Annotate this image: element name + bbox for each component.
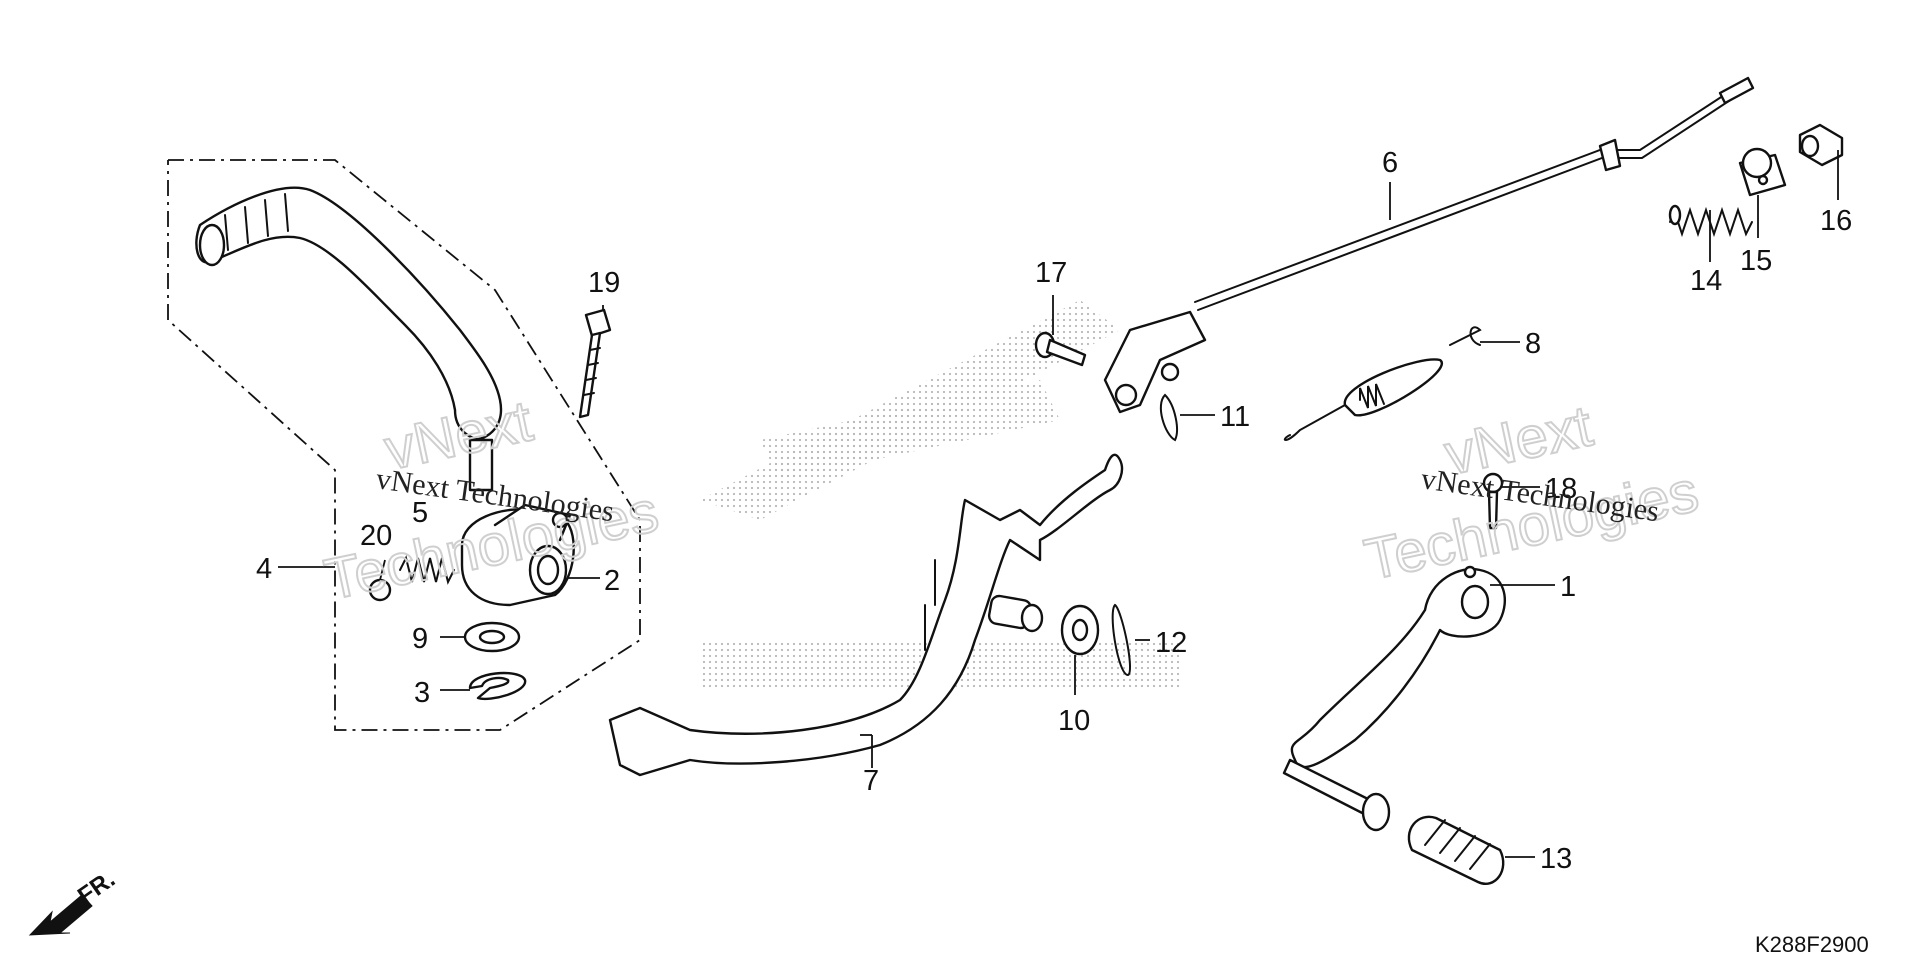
- pedal-rubber-13: [1407, 815, 1505, 885]
- watermark-right: vNext Technologies vNext Technologies: [1358, 392, 1705, 593]
- front-direction-arrow: FR.: [28, 866, 120, 936]
- callout-18: 18: [1545, 473, 1577, 505]
- spring-14: [1668, 204, 1753, 238]
- callout-9: 9: [412, 623, 428, 655]
- joint-15: [1738, 147, 1787, 197]
- circlip-3: [468, 671, 527, 701]
- brake-pedal-7: [608, 453, 1124, 777]
- pin-17: [1034, 331, 1087, 367]
- cotter-pin-12: [1111, 603, 1131, 677]
- callout-numbers: 1 2 3 4 5 6 7 8 9 10 11 12 13 14 15 16 1…: [256, 147, 1852, 875]
- callout-20: 20: [360, 520, 392, 552]
- callout-16: 16: [1820, 205, 1852, 237]
- callout-7: 7: [863, 765, 879, 797]
- callout-11: 11: [1220, 401, 1250, 433]
- arrow-icon: [28, 894, 93, 936]
- callout-19: 19: [588, 267, 620, 299]
- bolt-19: [578, 308, 612, 419]
- gearshift-pedal-1: [1282, 565, 1507, 832]
- spring-5: [399, 555, 455, 585]
- callout-15: 15: [1740, 245, 1772, 277]
- callout-4: 4: [256, 553, 272, 585]
- callout-12: 12: [1155, 627, 1187, 659]
- callout-3: 3: [414, 677, 430, 709]
- callout-17: 17: [1035, 257, 1067, 289]
- washer-9: [463, 621, 521, 653]
- callout-10: 10: [1058, 705, 1090, 737]
- kick-starter-boundary: [167, 159, 641, 731]
- spring-8: [1283, 326, 1482, 441]
- callout-2: 2: [604, 565, 620, 597]
- diagram-code: K288F2900: [1755, 932, 1869, 957]
- callout-6: 6: [1382, 147, 1398, 179]
- callout-1: 1: [1560, 571, 1576, 603]
- callout-8: 8: [1525, 328, 1541, 360]
- kick-starter-arm: [195, 186, 503, 492]
- callout-14: 14: [1690, 265, 1722, 297]
- cotter-pin-11: [1159, 393, 1178, 442]
- leader-lines: [278, 150, 1839, 858]
- kick-starter-boss: [460, 503, 575, 607]
- brake-rod-6: [1194, 76, 1755, 311]
- callout-5: 5: [412, 497, 428, 529]
- brake-rod-joint: [1103, 310, 1207, 414]
- nut-16: [1798, 123, 1844, 167]
- bolt-18: [1482, 472, 1504, 530]
- callout-13: 13: [1540, 843, 1572, 875]
- washer-10: [1060, 604, 1100, 656]
